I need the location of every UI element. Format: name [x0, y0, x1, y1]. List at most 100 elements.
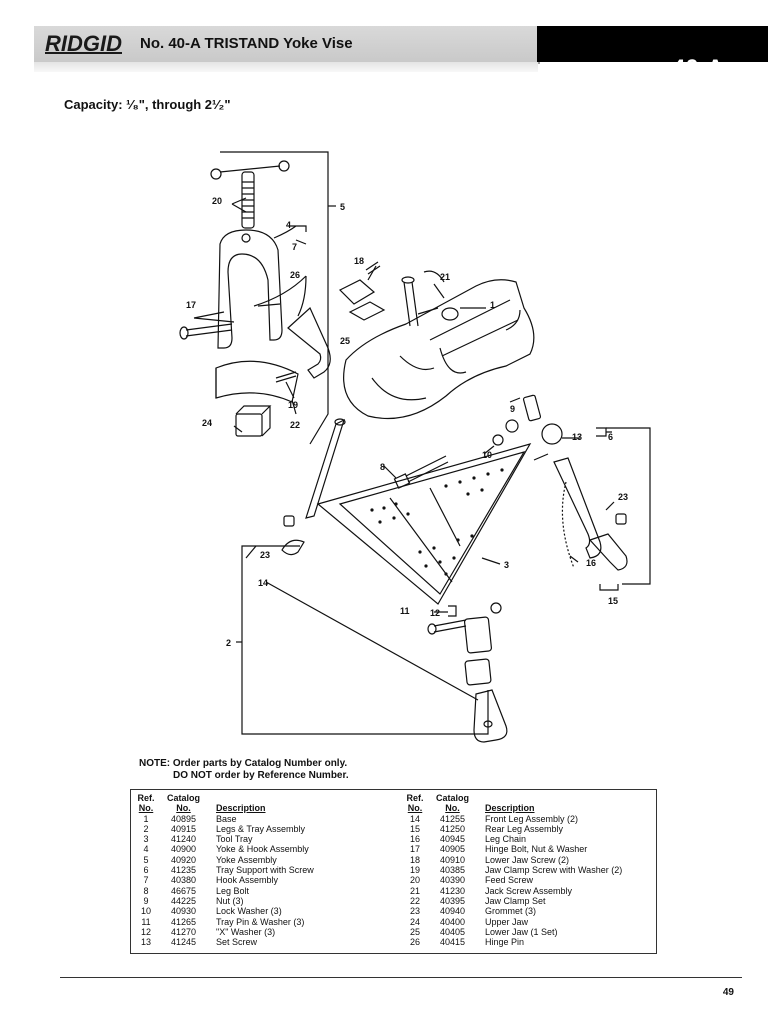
diagram-label-3: 3 — [504, 560, 509, 570]
diagram-label-8: 8 — [380, 462, 385, 472]
catalog-cell: 40895 — [170, 813, 197, 824]
catalog-cell: 40930 — [170, 906, 197, 917]
description-cell: Set Screw — [216, 937, 258, 948]
catalog-cell: 41245 — [170, 937, 197, 948]
note-line-2: DO NOT order by Reference Number. — [173, 770, 349, 781]
diagram-label-14: 14 — [258, 578, 268, 588]
diagram-label-18: 18 — [354, 256, 364, 266]
description-cell: Front Leg Assembly (2) — [485, 813, 579, 824]
section-code-box: 40-A — [537, 26, 768, 82]
header-ref-no: No. — [138, 803, 154, 814]
ref-cell: 8 — [143, 885, 149, 896]
description-cell: Upper Jaw — [485, 916, 529, 927]
diagram-label-23b: 23 — [260, 550, 270, 560]
catalog-cell: 41235 — [170, 865, 197, 876]
description-cell: Hinge Pin — [485, 937, 525, 948]
catalog-cell: 40380 — [170, 875, 197, 886]
diagram-label-23a: 23 — [618, 492, 628, 502]
header-ref-no: No. — [407, 803, 423, 814]
diagram-label-16: 16 — [586, 558, 596, 568]
page-title: No. 40-A TRISTAND Yoke Vise — [140, 35, 353, 52]
diagram-label-13: 13 — [572, 432, 582, 442]
parts-column-left: Ref. Catalog No. No. Description 1 40895 B… — [131, 793, 314, 947]
description-cell: Tool Tray — [216, 834, 253, 845]
ref-cell: 25 — [409, 926, 420, 937]
catalog-cell: 40945 — [439, 834, 466, 845]
capacity-text: Capacity: ¹⁄₈", through 2¹⁄₂" — [64, 97, 231, 112]
diagram-label-5: 5 — [340, 202, 345, 212]
header-catalog-no: No. — [445, 803, 460, 814]
diagram-label-10: 10 — [482, 450, 492, 460]
diagram-label-11: 11 — [400, 606, 410, 616]
parts-table: Ref. Catalog No. No. Description 1 40895 B… — [130, 789, 657, 954]
table-row: 16 40945 Leg Chain — [400, 834, 622, 844]
table-row: 26 40415 Hinge Pin — [400, 937, 622, 947]
ref-cell: 9 — [143, 895, 149, 906]
table-row: 3 41240 Tool Tray — [131, 834, 314, 844]
ref-cell: 12 — [140, 926, 151, 937]
diagram-label-1: 1 — [490, 300, 495, 310]
ref-cell: 19 — [409, 865, 420, 876]
catalog-cell: 40395 — [439, 895, 466, 906]
diagram-label-12: 12 — [430, 608, 440, 618]
diagram-label-20: 20 — [212, 196, 222, 206]
ref-cell: 1 — [143, 813, 149, 824]
catalog-cell: 40390 — [439, 875, 466, 886]
catalog-cell: 41230 — [439, 885, 466, 896]
description-cell: Hook Assembly — [216, 875, 279, 886]
ref-cell: 2 — [143, 823, 149, 834]
catalog-cell: 40905 — [439, 844, 466, 855]
ref-cell: 5 — [143, 854, 149, 865]
diagram-label-9: 9 — [510, 404, 515, 414]
diagram-label-17: 17 — [186, 300, 196, 310]
table-header-bottom: No. No. Description — [400, 803, 622, 813]
description-cell: Jaw Clamp Set — [485, 895, 546, 906]
table-row: 21 41230 Jack Screw Assembly — [400, 886, 622, 896]
ref-cell: 3 — [143, 834, 149, 845]
ref-cell: 21 — [409, 885, 420, 896]
header-catalog: Catalog — [166, 793, 200, 803]
description-cell: Base — [216, 813, 237, 824]
description-cell: Jack Screw Assembly — [485, 885, 573, 896]
diagram-label-2: 2 — [226, 638, 231, 648]
diagram-label-7: 7 — [292, 242, 297, 252]
diagram-svg: 20 5 4 7 26 18 21 1 17 25 19 22 24 9 10 … — [179, 151, 651, 743]
brand-logo: RIDGID — [45, 31, 122, 56]
ref-cell: 24 — [409, 916, 420, 927]
table-header-top: Ref. Catalog — [400, 793, 622, 803]
ref-cell: 6 — [143, 865, 149, 876]
catalog-cell: 40415 — [439, 937, 466, 948]
ref-cell: 26 — [409, 937, 420, 948]
ordering-note: NOTE: Order parts by Catalog Number only… — [139, 758, 349, 782]
ref-cell: 23 — [409, 906, 420, 917]
diagram-label-21: 21 — [440, 272, 450, 282]
ref-cell: 16 — [409, 834, 420, 845]
header-ref: Ref. — [406, 793, 424, 803]
ref-cell: 18 — [409, 854, 420, 865]
description-cell: Tray Support with Screw — [216, 865, 314, 876]
description-cell: Legs & Tray Assembly — [216, 823, 306, 834]
catalog-cell: 40400 — [439, 916, 466, 927]
table-header-top: Ref. Catalog — [131, 793, 314, 803]
table-header-bottom: No. No. Description — [131, 803, 314, 813]
ref-cell: 4 — [143, 844, 149, 855]
header-description: Description — [485, 803, 535, 814]
description-cell: Rear Leg Assembly — [485, 823, 564, 834]
catalog-cell: 41240 — [170, 834, 197, 845]
description-cell: Leg Chain — [485, 834, 527, 845]
description-cell: Tray Pin & Washer (3) — [216, 916, 305, 927]
diagram-label-15: 15 — [608, 596, 618, 606]
catalog-cell: 41250 — [439, 823, 466, 834]
